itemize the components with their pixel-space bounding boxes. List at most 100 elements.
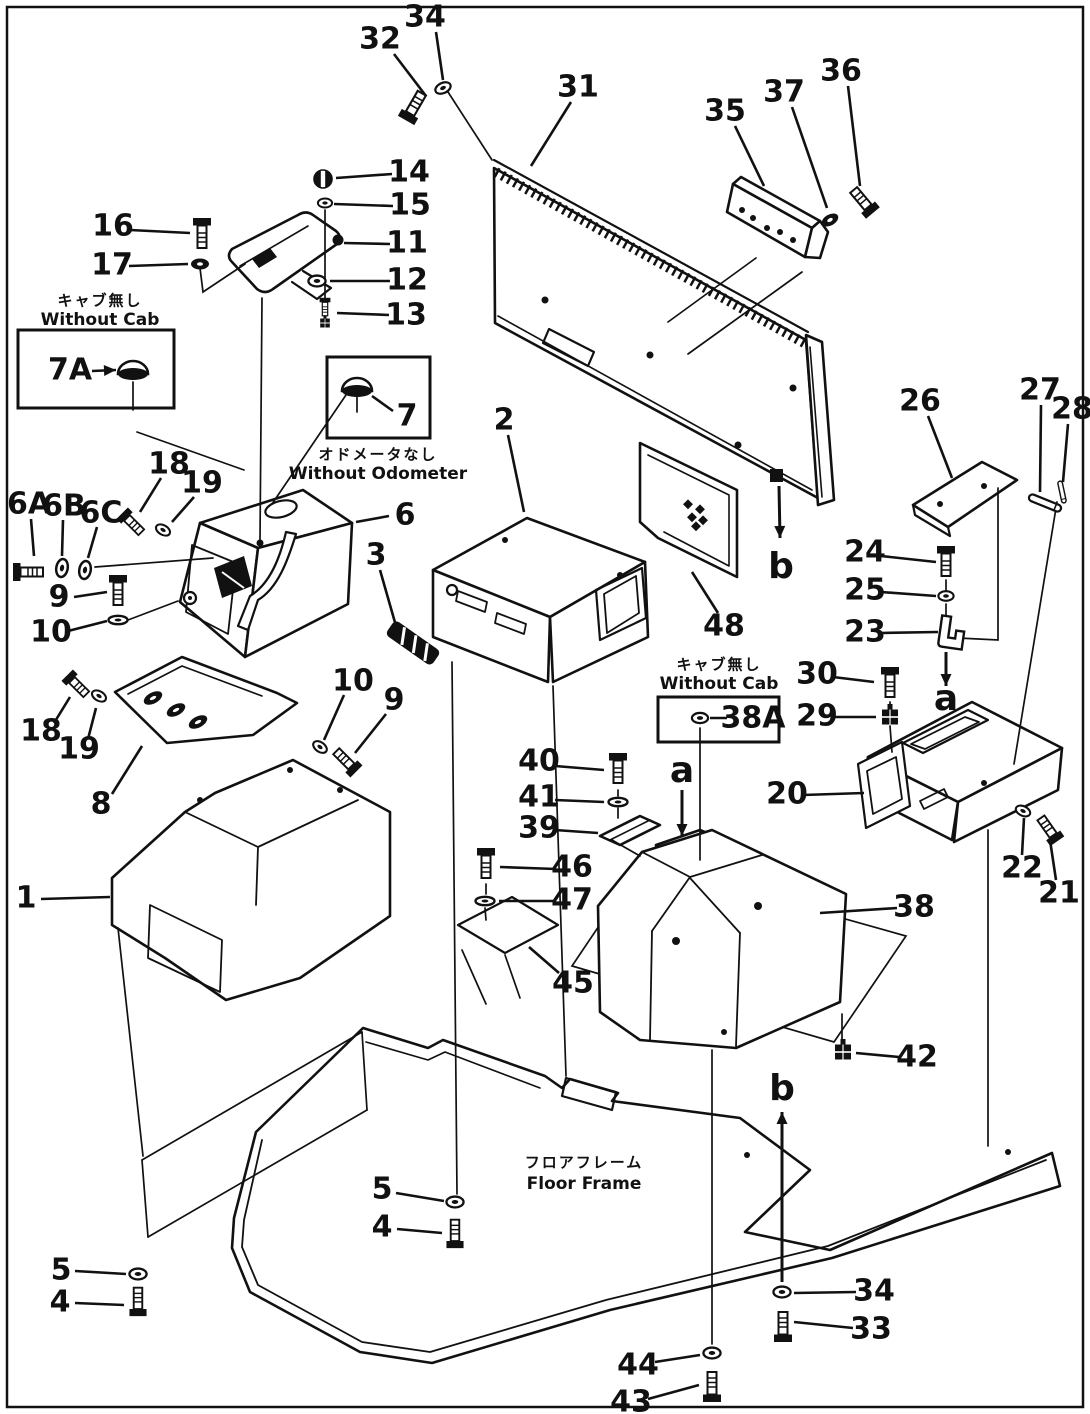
- note-floor-frame-en: Floor Frame: [527, 1174, 642, 1194]
- part-phantom-panel: [117, 927, 368, 1238]
- part-console-6: [178, 488, 354, 659]
- note-floor-frame-jp: フロアフレーム: [525, 1154, 644, 1172]
- panel48-face: [638, 441, 739, 579]
- callout-1: 1: [16, 881, 37, 916]
- leader-3: [378, 569, 398, 627]
- bolt-40: [608, 752, 628, 784]
- leader-6: [355, 514, 390, 524]
- leader-11: [343, 241, 391, 246]
- leader-32: [392, 53, 428, 97]
- bracket-23: [936, 614, 968, 651]
- washer-34-bottom: [772, 1285, 792, 1299]
- box2-opening-inner: [603, 575, 640, 634]
- cover8-face: [113, 655, 299, 745]
- bolt-6a: [12, 562, 44, 582]
- part-floor-frame: [230, 1026, 1062, 1365]
- leader-37: [790, 106, 829, 209]
- washer-38a: [690, 711, 710, 725]
- leader-18: [138, 477, 163, 513]
- leader-6A: [29, 518, 36, 557]
- part-panel-31: [492, 158, 836, 507]
- callout-4: 4: [50, 1285, 71, 1320]
- leader-36: [846, 85, 862, 187]
- leader-5: [395, 1191, 445, 1203]
- callout-41: 41: [518, 780, 560, 815]
- leader-22: [1020, 817, 1026, 856]
- callout-19: 19: [58, 732, 100, 767]
- cap-7a: [116, 359, 150, 382]
- view-letter-b: b: [768, 546, 794, 587]
- plate26-face: [911, 460, 1019, 529]
- assembly-lines: [94, 91, 1058, 1345]
- cap-7: [340, 376, 374, 399]
- part-plate-45: [456, 895, 560, 955]
- washer-6b: [53, 556, 71, 580]
- callout-43: 43: [610, 1385, 652, 1414]
- callout-28: 28: [1051, 392, 1090, 427]
- leader-23: [880, 630, 939, 635]
- callout-2: 2: [494, 403, 515, 438]
- part-box-1: [110, 758, 392, 1002]
- box20-slot-outer: [901, 708, 990, 755]
- leader-34: [434, 31, 445, 81]
- leader-34: [793, 1290, 857, 1295]
- box20-right: [952, 746, 1064, 844]
- bolt-30: [880, 666, 900, 698]
- box1-outline: [110, 758, 392, 1002]
- annotations: キャブ無し Without Cab オドメータなし Without Odomet…: [41, 292, 779, 1195]
- letter-marker-b: [770, 469, 783, 482]
- part-box-2: [431, 516, 650, 684]
- frame-inner: [241, 1139, 1047, 1353]
- callout-4: 4: [372, 1210, 393, 1245]
- bracket-slot: [252, 248, 277, 268]
- callout-25: 25: [844, 573, 886, 608]
- leader-31: [529, 101, 573, 167]
- washer-47: [474, 895, 496, 907]
- callout-23: 23: [844, 615, 886, 650]
- leader-9: [73, 590, 108, 599]
- block-end: [803, 219, 830, 260]
- bolt-24: [936, 545, 956, 577]
- leader-35: [733, 125, 766, 187]
- callout-22: 22: [1001, 851, 1043, 886]
- box20-end-inner: [866, 756, 903, 815]
- callout-11: 11: [386, 226, 428, 261]
- part-grille-3: [386, 621, 440, 665]
- leader-39: [554, 828, 599, 835]
- washer-6c: [76, 558, 94, 582]
- panel48-hatch-mark: [683, 499, 708, 532]
- callout-6B: 6B: [42, 489, 86, 524]
- callout-26: 26: [899, 384, 941, 419]
- callout-16: 16: [92, 209, 134, 244]
- callout-27: 27: [1019, 373, 1061, 408]
- leader-44: [654, 1353, 701, 1364]
- washer-10b: [309, 737, 331, 757]
- leader-48: [690, 571, 720, 614]
- callout-8: 8: [91, 787, 112, 822]
- leader-24: [880, 554, 937, 564]
- note-without-cab-top-en: Without Cab: [41, 310, 160, 330]
- leader-4: [396, 1227, 443, 1235]
- nut-42: [834, 1038, 852, 1061]
- callout-38A: 38A: [721, 701, 787, 736]
- leader-14: [335, 172, 393, 180]
- washer-12: [307, 274, 327, 288]
- leader-5: [74, 1269, 127, 1276]
- bolt-33: [773, 1311, 793, 1343]
- callout-3: 3: [366, 538, 387, 573]
- part-panel-48: [638, 441, 739, 579]
- part-block-35: [725, 175, 830, 260]
- leader-40: [554, 764, 605, 772]
- callout-32: 32: [359, 22, 401, 57]
- note-without-cab-mid-jp: キャブ無し: [676, 656, 761, 674]
- leader-10: [67, 619, 108, 633]
- letter-arrowhead-a: [940, 674, 952, 686]
- bolt-4c: [445, 1218, 465, 1250]
- bolt-18b: [60, 668, 93, 701]
- leader-33: [793, 1320, 854, 1330]
- leader-13: [336, 311, 390, 317]
- leader-9: [353, 713, 388, 754]
